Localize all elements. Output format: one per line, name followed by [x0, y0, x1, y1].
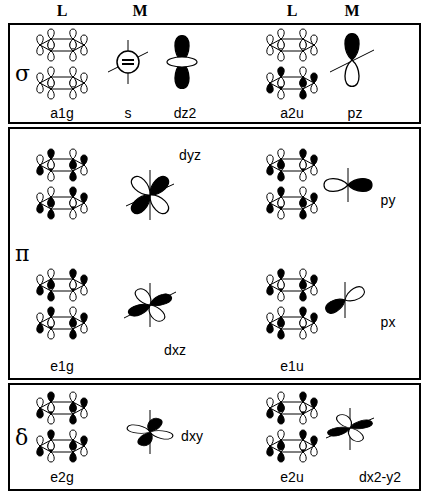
- orbital-label: s: [125, 106, 132, 120]
- symmetry-symbol: δ: [15, 425, 28, 450]
- column-header: L: [57, 3, 68, 19]
- orbital-label: a2u: [280, 106, 303, 120]
- orbital-label: dxy: [181, 429, 203, 443]
- column-header: M: [344, 3, 359, 19]
- column-header: M: [132, 3, 147, 19]
- orbital-label: dyz: [179, 148, 201, 162]
- orbital-label: dz2: [174, 106, 197, 120]
- orbital-label: pz: [348, 106, 363, 120]
- orbital-label: e1u: [280, 359, 303, 373]
- symmetry-symbol: π: [15, 241, 29, 266]
- column-header: L: [287, 3, 298, 19]
- orbital-label: py: [381, 193, 396, 207]
- orbital-label: e1g: [50, 359, 73, 373]
- orbital-label: dx2-y2: [359, 470, 401, 484]
- orbital-label: e2g: [50, 470, 73, 484]
- orbital-label: px: [381, 315, 396, 329]
- orbital-label: a1g: [50, 106, 73, 120]
- orbital-label: e2u: [280, 470, 303, 484]
- symmetry-band: π: [8, 127, 421, 380]
- orbital-label: dxz: [164, 343, 186, 357]
- symmetry-symbol: σ: [15, 61, 30, 86]
